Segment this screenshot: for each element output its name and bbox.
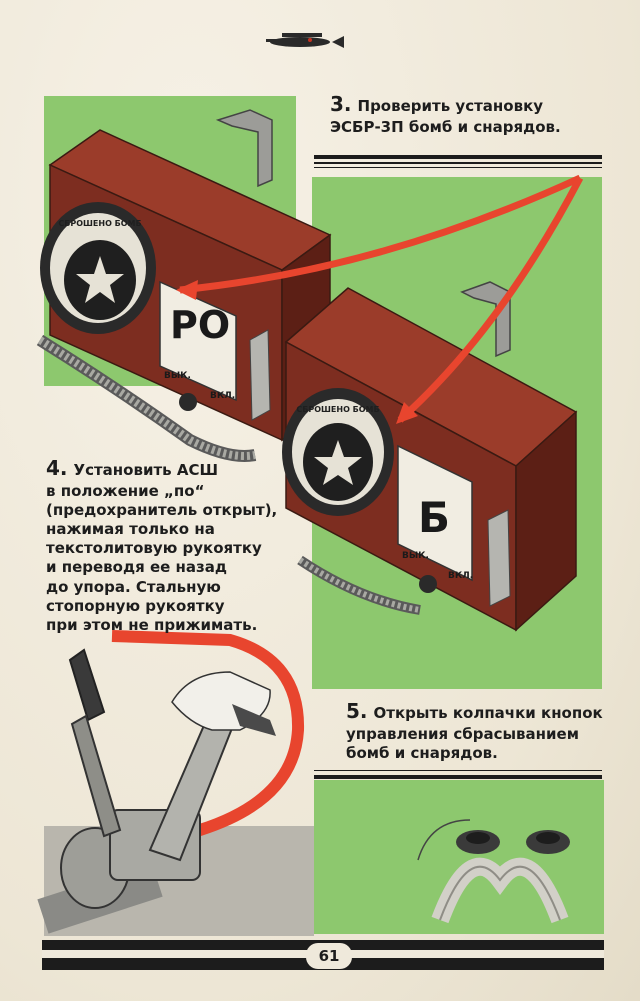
rule-under-step5: [314, 775, 602, 779]
step-5-line: бомб и снарядов.: [346, 743, 498, 762]
esbr-box-left: СБРОШЕНО БОМБ РО ВЫК. ВКЛ.: [40, 109, 332, 442]
switch-on-label-right: ВКЛ.: [448, 571, 473, 581]
step-3-line-1: Проверить установку: [357, 97, 544, 115]
step-4-line: нажимая только на: [46, 519, 215, 538]
step-4-instruction: 4. Установить АСШ в положение „по“ (предо…: [46, 456, 277, 635]
switch-off-label-right: ВЫК.: [402, 551, 429, 561]
step-5-instruction: 5. Открыть колпачки кнопок управления сбр…: [346, 699, 603, 763]
step-3-instruction: 3. Проверить установку ЭСБР-3П бомб и сна…: [330, 92, 561, 137]
ash-lever-unit: [37, 648, 276, 934]
switch-on-label-left: ВКЛ.: [210, 391, 235, 401]
switch-off-label-left: ВЫК.: [164, 371, 191, 381]
rule-under-step3: [314, 155, 602, 159]
airplane-icon: [266, 33, 344, 48]
red-arrows: [176, 174, 584, 424]
cable-left: [36, 334, 257, 462]
step-3-line-2: ЭСБР-3П бомб и снарядов.: [330, 117, 561, 136]
step-4-line: при этом не прижимать.: [46, 615, 258, 634]
step-4-line: до упора. Стальную: [46, 577, 221, 596]
rule-under-step3-thin: [314, 162, 602, 164]
star-icon: [314, 440, 362, 485]
step-4-line: Установить АСШ: [73, 461, 219, 479]
rule-under-step5-thin: [314, 770, 602, 771]
dial-left: СБРОШЕНО БОМБ: [40, 202, 156, 334]
dial-right-text: СБРОШЕНО БОМБ: [296, 405, 379, 414]
step-5-line: Открыть колпачки кнопок: [373, 704, 603, 722]
cable-right: [297, 555, 421, 615]
step-4-line: (предохранитель открыт),: [46, 500, 278, 519]
step-5-line: управления сбрасыванием: [346, 724, 579, 743]
step-4-number: 4.: [46, 456, 68, 480]
step-4-line: в положение „по“: [46, 481, 205, 500]
esbr-box-right: СБРОШЕНО БОМБ Б ВЫК. ВКЛ.: [282, 281, 578, 632]
window-label-left: РО: [170, 303, 230, 347]
star-icon: [76, 256, 124, 303]
dial-left-text: СБРОШЕНО БОМБ: [58, 219, 141, 228]
step-5-number: 5.: [346, 699, 368, 723]
rule-under-step3-thin2: [314, 167, 602, 168]
control-buttons: [417, 819, 570, 924]
step-4-line: текстолитовую рукоятку: [46, 539, 262, 558]
window-label-right: Б: [418, 493, 450, 542]
step-3-number: 3.: [330, 92, 352, 116]
dial-right: СБРОШЕНО БОМБ: [282, 388, 394, 516]
step-4-line: и переводя ее назад: [46, 558, 227, 577]
step-4-line: стопорную рукоятку: [46, 596, 225, 615]
page-number: 61: [306, 943, 352, 969]
